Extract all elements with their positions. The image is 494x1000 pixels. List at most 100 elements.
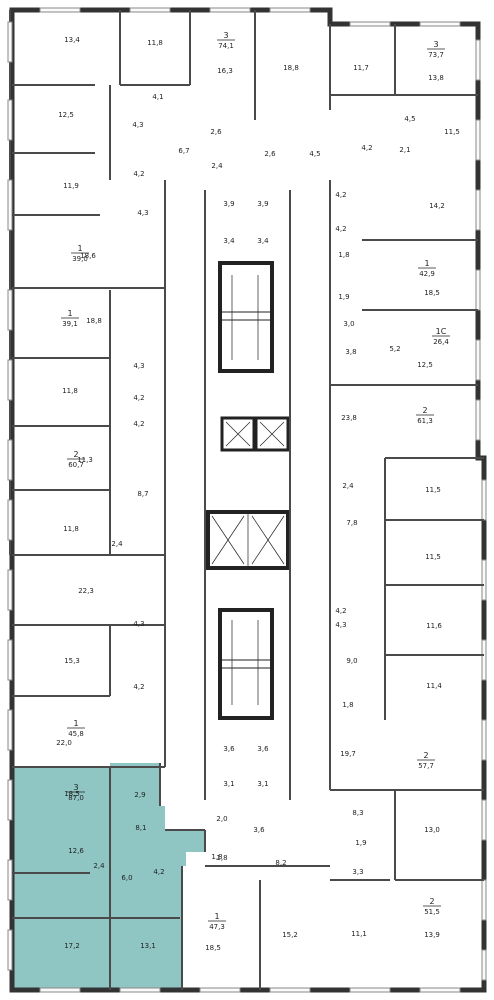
room-area-label: 13,9 — [424, 931, 440, 939]
room-area-label: 2,4 — [342, 482, 354, 490]
room-area-label: 18,6 — [80, 252, 96, 260]
room-area-label: 1,9 — [355, 839, 366, 847]
apartment-label-apt-3-87-0[interactable]: 387,0 — [67, 783, 85, 802]
room-area-label: 11,9 — [63, 182, 79, 190]
apartment-area: 57,7 — [418, 762, 434, 770]
apartment-area: 39,0 — [72, 255, 88, 263]
interior-walls — [12, 10, 484, 990]
room-area-label: 4,3 — [137, 209, 148, 217]
room-area-label: 8,3 — [352, 809, 363, 817]
room-area-label: 3,4 — [223, 237, 235, 245]
room-area-label: 1,8 — [216, 854, 227, 862]
room-area-label: 7,8 — [346, 519, 357, 527]
room-area-label: 2,0 — [216, 815, 227, 823]
room-area-label: 3,8 — [345, 348, 356, 356]
room-area-label: 15,2 — [282, 931, 298, 939]
room-area-label: 19,7 — [340, 750, 356, 758]
room-area-label: 11,6 — [426, 622, 442, 630]
room-area-label: 3,9 — [223, 200, 234, 208]
room-area-label: 4,5 — [309, 150, 320, 158]
room-area-label: 11,8 — [147, 39, 163, 47]
core — [204, 190, 291, 800]
room-area-label: 13,4 — [64, 36, 80, 44]
apartment-area: 45,8 — [68, 730, 84, 738]
apartment-label-apt-3-73-7[interactable]: 373,7 — [427, 40, 445, 59]
room-area-label: 11,3 — [77, 456, 93, 464]
room-area-label: 18,8 — [283, 64, 299, 72]
room-area-label: 16,3 — [217, 67, 233, 75]
apartment-rooms: 2 — [429, 897, 434, 906]
room-area-label: 12,5 — [58, 111, 74, 119]
room-area-label: 23,8 — [341, 414, 357, 422]
room-area-label: 4,1 — [152, 93, 163, 101]
apartment-area: 47,3 — [209, 923, 225, 931]
room-area-label: 4,2 — [335, 225, 346, 233]
room-area-label: 4,3 — [335, 621, 346, 629]
apartment-rooms: 1 — [214, 912, 219, 921]
room-area-label: 8,2 — [275, 859, 286, 867]
apartment-label-apt-2-57-7[interactable]: 257,7 — [417, 751, 435, 770]
apartment-label-apt-1-39-1[interactable]: 139,1 — [61, 309, 79, 328]
apartment-label-apt-2-61-3[interactable]: 261,3 — [416, 406, 434, 425]
apartment-label-apt-1-45-8[interactable]: 145,8 — [67, 719, 85, 738]
room-area-label: 11,7 — [353, 64, 369, 72]
windows — [7, 7, 487, 993]
room-area-label: 4,3 — [133, 362, 144, 370]
apartment-area: 42,9 — [419, 270, 435, 278]
room-area-label: 2,6 — [210, 128, 222, 136]
apartment-rooms: 2 — [423, 751, 428, 760]
room-area-label: 18,5 — [424, 289, 440, 297]
apartment-label-apt-2-60-7[interactable]: 260,7 — [67, 450, 85, 469]
apartment-area: 74,1 — [218, 42, 234, 50]
room-area-label: 18,8 — [86, 317, 102, 325]
room-area-label: 2,4 — [93, 862, 105, 870]
room-area-label: 3,9 — [257, 200, 268, 208]
room-area-label: 2,4 — [111, 540, 123, 548]
room-area-label: 8,7 — [137, 490, 148, 498]
room-area-label: 2,1 — [399, 146, 410, 154]
room-area-label: 22,0 — [56, 739, 72, 747]
room-area-label: 11,5 — [425, 553, 441, 561]
apartment-label-apt-3-74-1[interactable]: 374,1 — [217, 31, 235, 50]
room-area-label: 3,1 — [223, 780, 234, 788]
apartment-rooms: 1С — [436, 327, 447, 336]
apartment-rooms: 1 — [77, 244, 82, 253]
room-area-label: 3,4 — [257, 237, 269, 245]
room-area-label: 3,6 — [257, 745, 269, 753]
room-area-label: 3,3 — [352, 868, 363, 876]
apartment-label-apt-1-42-9[interactable]: 142,9 — [418, 259, 436, 278]
room-area-label: 3,0 — [343, 320, 354, 328]
room-area-label: 18,5 — [64, 790, 80, 798]
room-area-label: 6,0 — [121, 874, 132, 882]
apartment-rooms: 3 — [433, 40, 438, 49]
room-area-label: 3,1 — [257, 780, 268, 788]
room-area-label: 11,5 — [444, 128, 460, 136]
apartment-rooms: 1 — [73, 719, 78, 728]
apartment-area: 39,1 — [62, 320, 78, 328]
room-area-label: 4,2 — [335, 191, 346, 199]
room-area-label: 22,3 — [78, 587, 94, 595]
room-area-label: 4,2 — [133, 420, 144, 428]
apartment-rooms: 1 — [67, 309, 72, 318]
apartment-label-apt-2-51-5[interactable]: 251,5 — [423, 897, 441, 916]
room-area-label: 4,2 — [133, 170, 144, 178]
room-area-label: 1,9 — [338, 293, 349, 301]
room-area-label: 13,1 — [140, 942, 156, 950]
highlighted-apartment-fill[interactable] — [11, 763, 205, 988]
room-area-label: 1,8 — [338, 251, 349, 259]
room-area-label: 3,6 — [253, 826, 265, 834]
room-area-label: 11,8 — [62, 387, 78, 395]
apartment-rooms: 1 — [424, 259, 429, 268]
apartment-label-apt-1-47-3[interactable]: 147,3 — [208, 912, 226, 931]
room-area-label: 13,8 — [428, 74, 444, 82]
room-area-label: 11,8 — [63, 525, 79, 533]
room-area-label: 11,1 — [351, 930, 367, 938]
apartment-area: 60,7 — [68, 461, 84, 469]
apartment-area: 87,0 — [68, 794, 84, 802]
room-area-label: 6,7 — [178, 147, 189, 155]
room-area-label: 11,5 — [425, 486, 441, 494]
apartment-label-apt-1-39-0[interactable]: 139,0 — [71, 244, 89, 263]
room-area-label: 12,6 — [68, 847, 84, 855]
room-area-label: 13,0 — [424, 826, 440, 834]
